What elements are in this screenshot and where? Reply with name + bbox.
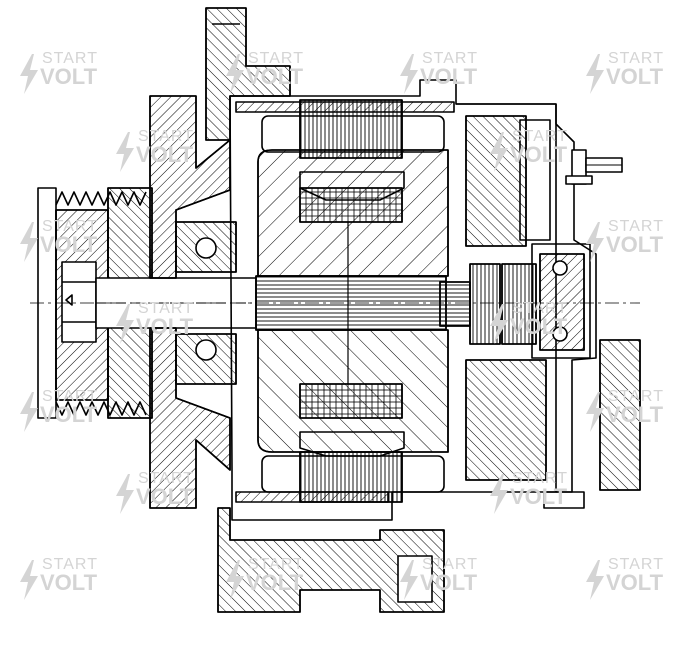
bolt-icon [400,560,418,600]
watermark-line2: VOLT [136,142,194,167]
watermark: START VOLT [18,218,128,278]
front-bearing [175,221,237,385]
watermark: START VOLT [18,556,128,616]
watermark: START VOLT [114,128,224,188]
watermark-line1: START [42,556,98,573]
watermark-line1: START [248,556,304,573]
bolt-icon [116,474,134,514]
watermark-line2: VOLT [606,570,664,595]
bolt-icon [586,54,604,94]
watermark-line1: START [248,50,304,67]
watermark-line1: START [138,128,194,145]
bolt-icon [490,474,508,514]
slip-rings [469,263,537,345]
bolt-icon [20,222,38,262]
bolt-icon [586,392,604,432]
watermark-line2: VOLT [420,570,478,595]
watermark: START VOLT [488,300,598,360]
bolt-icon [586,560,604,600]
watermark: START VOLT [18,388,128,448]
watermark-line1: START [608,388,664,405]
watermark-line2: VOLT [606,64,664,89]
watermark-line1: START [512,300,568,317]
watermark: START VOLT [398,556,508,616]
bolt-icon [226,560,244,600]
bolt-icon [20,54,38,94]
watermark: START VOLT [488,470,598,530]
watermark: START VOLT [398,50,508,110]
watermark-line2: VOLT [606,402,664,427]
bolt-icon [490,304,508,344]
watermark-line2: VOLT [136,484,194,509]
watermark-line1: START [422,556,478,573]
watermark-line1: START [608,218,664,235]
watermark-line2: VOLT [246,570,304,595]
watermark-line1: START [608,50,664,67]
watermark: START VOLT [488,128,598,188]
watermark-line2: VOLT [510,142,568,167]
watermark-line2: VOLT [606,232,664,257]
watermark-line1: START [422,50,478,67]
watermark-line2: VOLT [510,484,568,509]
pulley-grooves-bottom [55,401,147,416]
bolt-icon [116,304,134,344]
bolt-icon [116,132,134,172]
watermark-line2: VOLT [40,570,98,595]
watermark: START VOLT [584,218,678,278]
watermark-line2: VOLT [40,232,98,257]
bolt-icon [20,392,38,432]
watermark: START VOLT [584,50,678,110]
watermark: START VOLT [224,50,334,110]
terminal-stud [565,149,623,185]
watermark: START VOLT [18,50,128,110]
rear-cover [456,103,641,509]
front-housing [149,7,445,613]
watermark-line1: START [138,300,194,317]
watermark-line2: VOLT [246,64,304,89]
watermark: START VOLT [114,470,224,530]
watermark: START VOLT [224,556,334,616]
watermark-line2: VOLT [420,64,478,89]
bolt-icon [586,222,604,262]
watermark: START VOLT [114,300,224,360]
watermark-line2: VOLT [136,314,194,339]
watermark-line1: START [512,128,568,145]
bolt-icon [20,560,38,600]
watermark-line1: START [608,556,664,573]
watermark: START VOLT [584,556,678,616]
watermark-line2: VOLT [40,64,98,89]
watermark-line1: START [42,50,98,67]
watermark-line1: START [138,470,194,487]
watermark-line2: VOLT [510,314,568,339]
bolt-icon [226,54,244,94]
bolt-icon [490,132,508,172]
bolt-icon [400,54,418,94]
pulley-grooves-top [55,191,147,206]
watermark-line1: START [512,470,568,487]
watermark-line1: START [42,218,98,235]
watermark-line2: VOLT [40,402,98,427]
rear-bearing [531,243,591,359]
watermark-line1: START [42,388,98,405]
watermark: START VOLT [584,388,678,448]
